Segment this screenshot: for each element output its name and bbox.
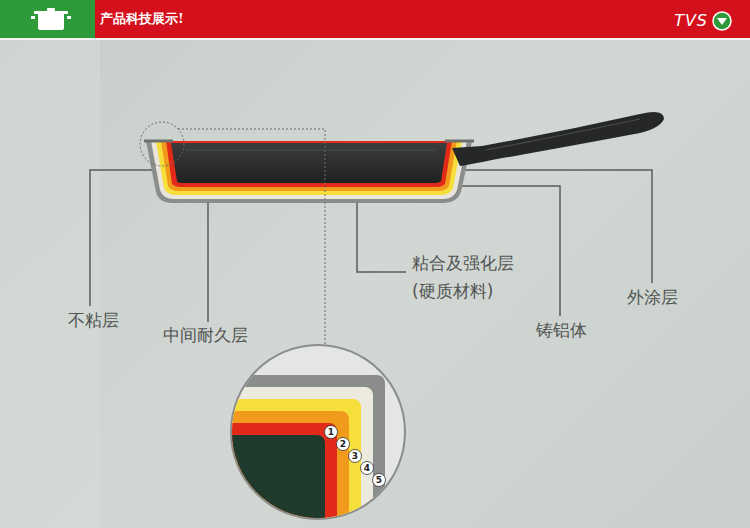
background-band	[0, 38, 100, 528]
pot-icon	[31, 8, 71, 30]
zoom-indicator	[140, 122, 325, 346]
part-label: 中间耐久层	[163, 325, 248, 345]
part-label: (硬质材料)	[412, 281, 493, 301]
part-label: 不粘层	[68, 310, 119, 330]
pan-body	[144, 112, 664, 203]
callout-number: 1	[325, 426, 338, 439]
part-label: 铸铝体	[536, 320, 587, 340]
part-label: 外涂层	[627, 287, 678, 307]
part-label: 粘合及强化层	[412, 253, 514, 273]
header-title: 产品科技展示!	[100, 11, 184, 27]
callout-number: 5	[373, 474, 386, 487]
header-bar	[0, 0, 750, 38]
callout-number: 4	[361, 462, 374, 475]
header-icon-box	[0, 0, 95, 38]
callout-number: 2	[337, 438, 350, 451]
down-arrow-icon	[713, 12, 731, 30]
brand-logo: TVS	[674, 12, 708, 30]
callout-number: 3	[349, 450, 362, 463]
zoom-circle	[125, 344, 406, 528]
header-rule	[0, 38, 750, 40]
